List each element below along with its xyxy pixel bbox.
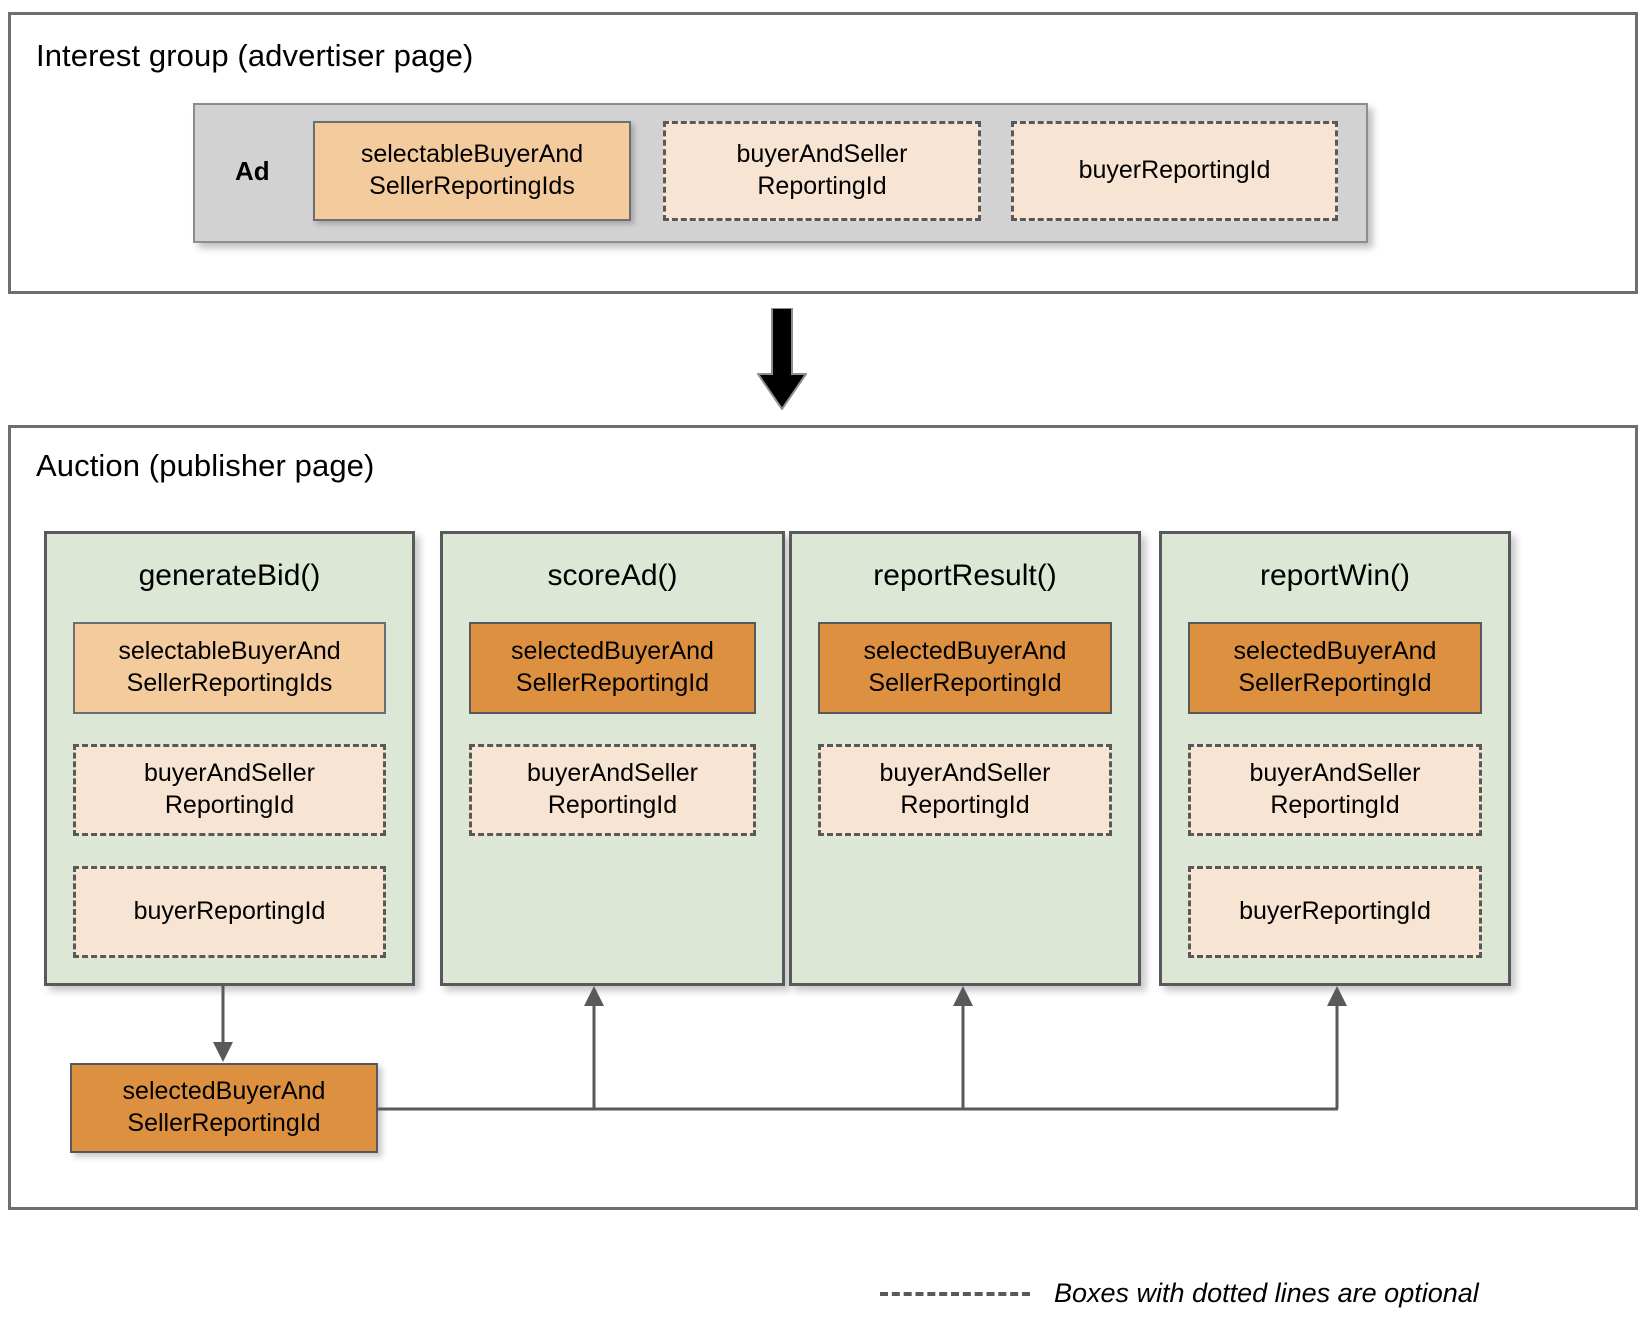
column-title-scoread: scoreAd() bbox=[547, 559, 678, 592]
generatebid-box-selectable-buyer-and-seller-reporting-ids: selectableBuyerAnd SellerReportingIds bbox=[73, 622, 386, 714]
scoread-box-selected-buyer-and-seller-reporting-id: selectedBuyerAnd SellerReportingId bbox=[469, 622, 756, 714]
reportwin-box-buyer-and-seller-reporting-id: buyerAndSeller ReportingId bbox=[1188, 744, 1482, 836]
column-title-reportwin: reportWin() bbox=[1259, 559, 1410, 592]
reportresult-box-selected-buyer-and-seller-reporting-id: selectedBuyerAnd SellerReportingId bbox=[818, 622, 1112, 714]
generatebid-box-buyer-reporting-id: buyerReportingId bbox=[73, 866, 386, 958]
scoread-box-buyer-and-seller-reporting-id: buyerAndSeller ReportingId bbox=[469, 744, 756, 836]
column-title-reportresult: reportResult() bbox=[873, 559, 1057, 592]
flow-down-arrow-icon bbox=[757, 308, 807, 410]
generatebid-box-buyer-and-seller-reporting-id: buyerAndSeller ReportingId bbox=[73, 744, 386, 836]
auction-column-scoread: scoreAd() selectedBuyerAnd SellerReporti… bbox=[440, 531, 785, 986]
selected-buyer-and-seller-reporting-id-result-box: selectedBuyerAnd SellerReportingId bbox=[70, 1063, 378, 1153]
legend-label: Boxes with dotted lines are optional bbox=[1054, 1278, 1479, 1308]
ad-box-selectable-buyer-and-seller-reporting-ids: selectableBuyerAnd SellerReportingIds bbox=[313, 121, 631, 221]
reportwin-box-selected-buyer-and-seller-reporting-id: selectedBuyerAnd SellerReportingId bbox=[1188, 622, 1482, 714]
ad-label: Ad bbox=[235, 156, 270, 186]
auction-column-reportresult: reportResult() selectedBuyerAnd SellerRe… bbox=[789, 531, 1141, 986]
auction-column-generatebid: generateBid() selectableBuyerAnd SellerR… bbox=[44, 531, 415, 986]
ad-box-buyer-and-seller-reporting-id: buyerAndSeller ReportingId bbox=[663, 121, 981, 221]
interest-group-title: Interest group (advertiser page) bbox=[36, 38, 474, 73]
ad-box-buyer-reporting-id: buyerReportingId bbox=[1011, 121, 1338, 221]
auction-title: Auction (publisher page) bbox=[36, 448, 375, 483]
column-title-generatebid: generateBid() bbox=[138, 559, 321, 592]
auction-column-reportwin: reportWin() selectedBuyerAnd SellerRepor… bbox=[1159, 531, 1511, 986]
reportwin-box-buyer-reporting-id: buyerReportingId bbox=[1188, 866, 1482, 958]
legend-dashed-line-icon bbox=[880, 1291, 1030, 1296]
legend: Boxes with dotted lines are optional bbox=[880, 1278, 1479, 1309]
reportresult-box-buyer-and-seller-reporting-id: buyerAndSeller ReportingId bbox=[818, 744, 1112, 836]
